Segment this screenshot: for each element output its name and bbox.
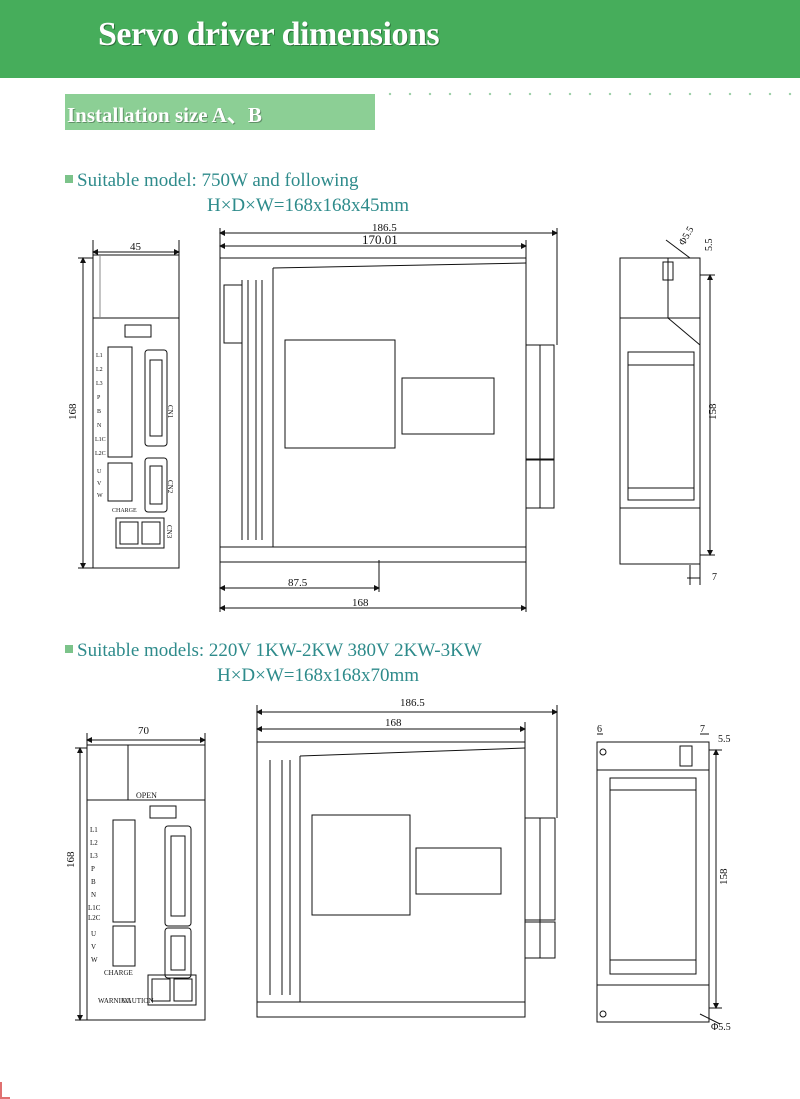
svg-text:U: U <box>91 930 96 938</box>
svg-text:L2C: L2C <box>95 451 106 457</box>
section-b-models: Suitable models: 220V 1KW-2KW 380V 2KW-3… <box>65 640 482 662</box>
dim-b-back-top: 5.5 <box>718 734 731 745</box>
dim-b-front-height: 168 <box>65 851 77 868</box>
section-heading-bar: Installation size A、B <box>65 94 375 130</box>
side-view-b <box>256 705 558 1018</box>
dim-a-back-bottom: 7 <box>712 572 717 583</box>
page-corner-mark <box>0 1082 10 1099</box>
page-header: Servo driver dimensions <box>0 0 800 78</box>
svg-text:L2: L2 <box>90 839 98 847</box>
front-view-b <box>75 733 206 1021</box>
svg-text:V: V <box>97 481 102 487</box>
section-a-size: H×D×W=168x168x45mm <box>207 195 410 216</box>
svg-text:CHARGE: CHARGE <box>104 969 133 977</box>
back-view-a <box>619 239 715 585</box>
svg-text:L2C: L2C <box>88 914 101 922</box>
section-a-models: Suitable model: 750W and following <box>65 170 358 192</box>
dim-a-front-width: 45 <box>130 241 142 253</box>
svg-text:N: N <box>91 891 96 899</box>
svg-text:CHARGE: CHARGE <box>112 508 137 514</box>
dim-a-side-body: 170.01 <box>362 232 398 247</box>
svg-text:L1C: L1C <box>95 437 106 443</box>
svg-text:P: P <box>91 865 95 873</box>
svg-text:L1C: L1C <box>88 904 101 912</box>
dotted-divider <box>380 92 795 96</box>
cn3-label: CN3 <box>165 525 173 539</box>
svg-text:B: B <box>91 878 96 886</box>
section-b-size: H×D×W=168x168x70mm <box>217 665 420 686</box>
page-title: Servo driver dimensions <box>98 16 440 53</box>
svg-text:CAUTION: CAUTION <box>122 997 154 1005</box>
svg-text:V: V <box>91 943 96 951</box>
section-heading: Installation size A、B <box>67 103 262 127</box>
svg-text:B: B <box>97 409 101 415</box>
svg-text:U: U <box>97 469 102 475</box>
svg-text:L1: L1 <box>96 353 103 359</box>
dim-a-side-mount: 87.5 <box>288 577 308 589</box>
dim-b-side-total: 186.5 <box>400 697 425 709</box>
dim-b-front-width: 70 <box>138 725 150 737</box>
open-label: OPEN <box>136 791 157 800</box>
svg-text:L3: L3 <box>96 381 103 387</box>
svg-text:N: N <box>97 423 102 429</box>
dim-a-back-height: 158 <box>707 403 719 420</box>
dim-a-front-height: 168 <box>67 403 79 420</box>
dim-b-back-left: 6 <box>597 724 602 735</box>
dim-b-side-body: 168 <box>385 717 402 729</box>
svg-text:WARNING: WARNING <box>98 997 131 1005</box>
front-view-a <box>78 240 180 569</box>
dim-a-side-total: 186.5 <box>372 222 397 234</box>
dim-a-back-hole: Φ5.5 <box>677 225 696 248</box>
cn2-label: CN2 <box>166 480 174 494</box>
dim-b-back-height: 158 <box>718 868 730 885</box>
dim-b-back-hole: Φ5.5 <box>711 1022 731 1033</box>
svg-text:L1: L1 <box>90 826 98 834</box>
side-view-a <box>219 228 558 612</box>
svg-text:L2: L2 <box>96 367 103 373</box>
bullet-icon <box>65 175 73 183</box>
bullet-icon <box>65 645 73 653</box>
svg-text:L3: L3 <box>90 852 98 860</box>
dim-a-side-depth: 168 <box>352 597 369 609</box>
cn1-label: CN1 <box>166 405 174 419</box>
back-view-b <box>596 733 722 1025</box>
dim-b-back-right: 7 <box>700 724 705 735</box>
svg-text:P: P <box>97 395 101 401</box>
svg-text:W: W <box>91 956 98 964</box>
dim-a-back-top: 5.5 <box>704 239 715 252</box>
svg-text:W: W <box>97 493 103 499</box>
